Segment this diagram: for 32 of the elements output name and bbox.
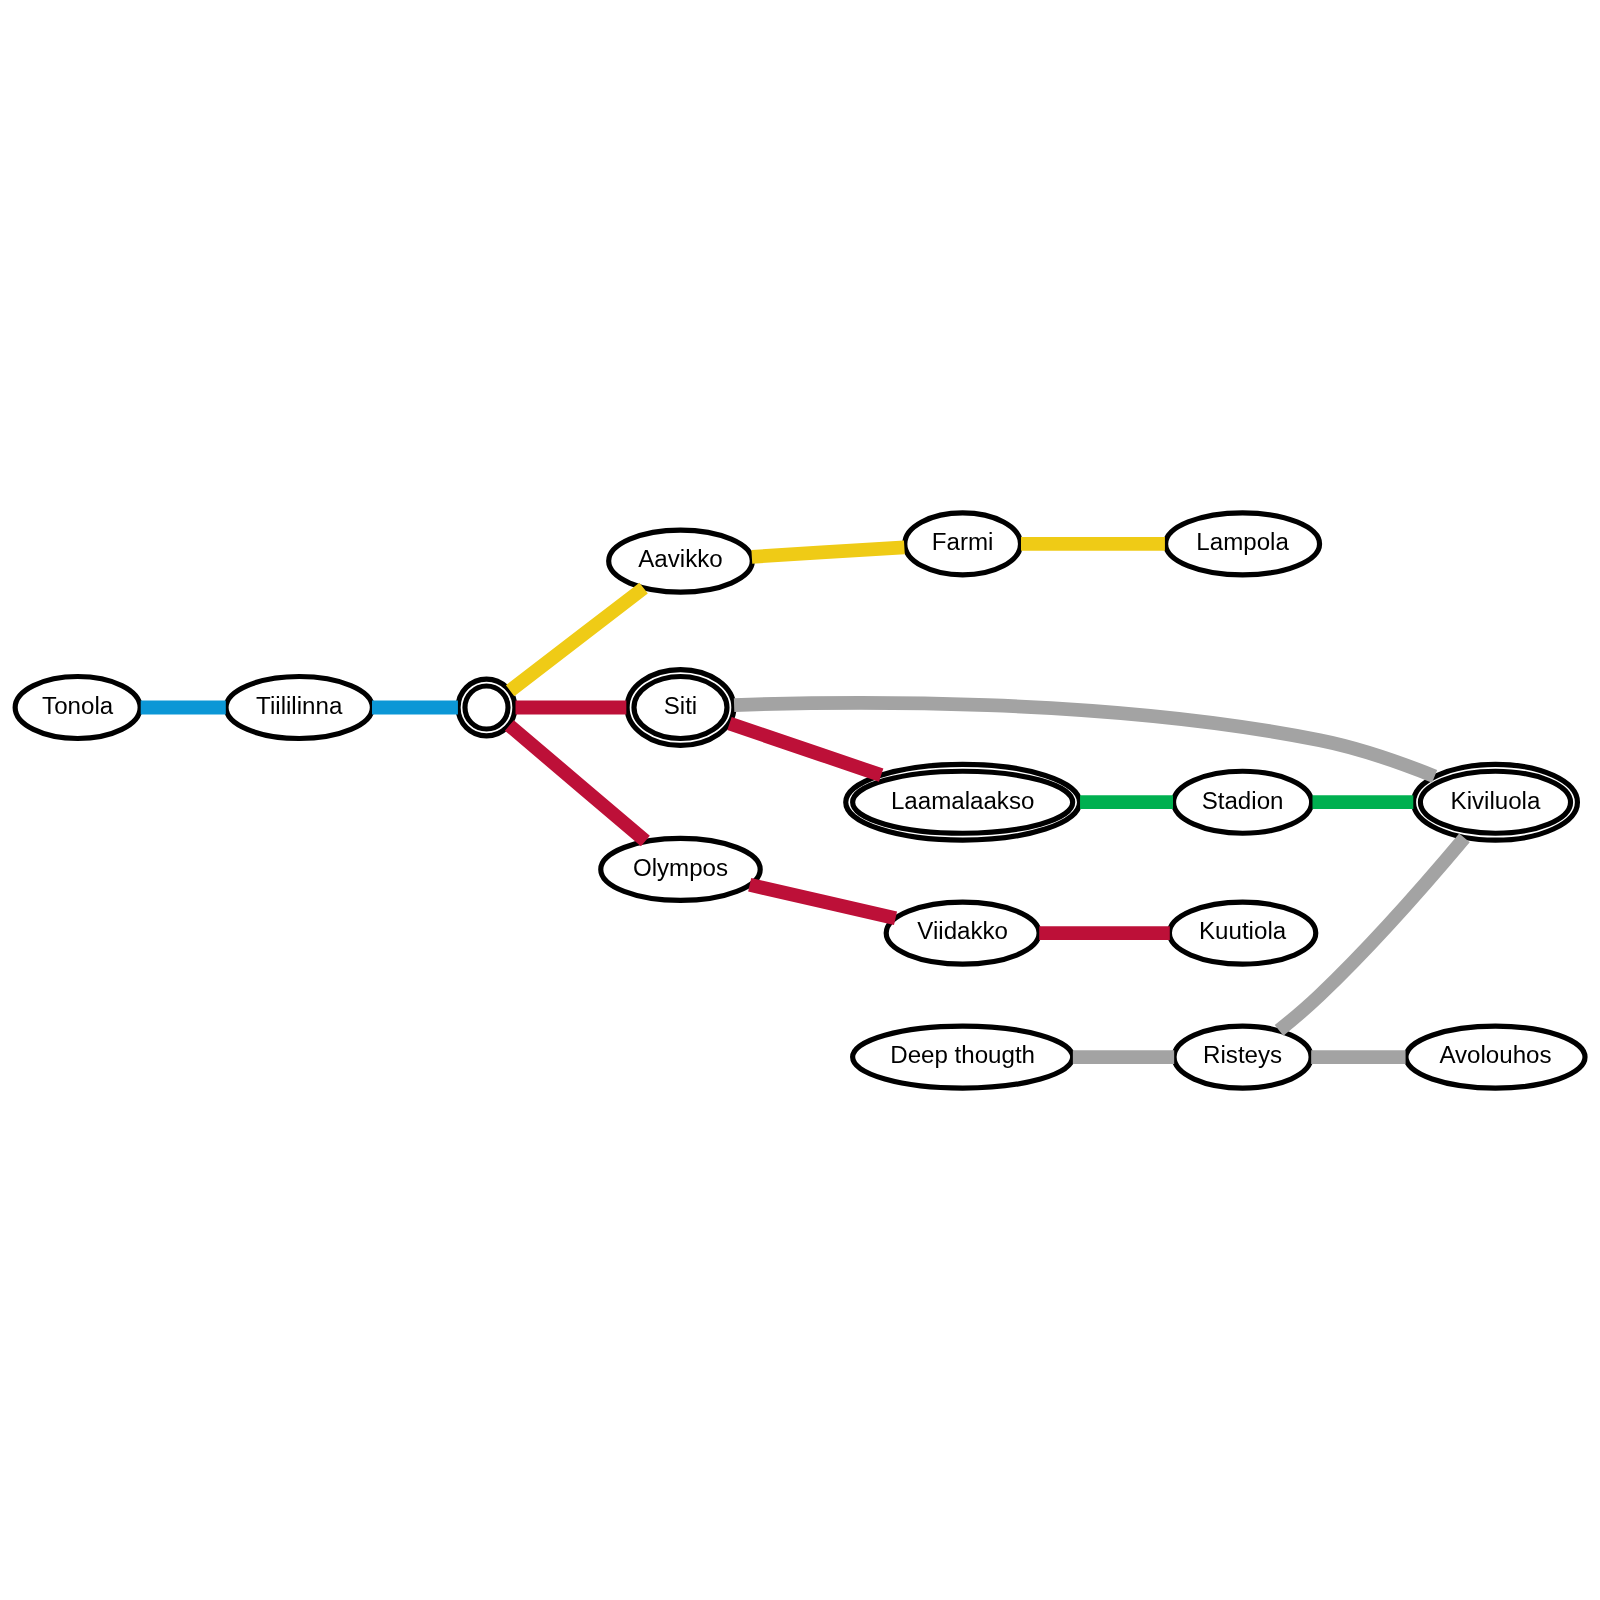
node-ellipse: Siti — [624, 666, 737, 748]
node-ellipse: Deep thougth — [850, 1023, 1076, 1091]
connector — [515, 700, 627, 714]
connector — [1021, 536, 1165, 551]
node-ellipse: Kiviluola — [1410, 761, 1581, 843]
connector — [1274, 832, 1470, 1036]
node-ellipse: Tonola — [12, 673, 143, 741]
node-ellipse: Tiililinna — [223, 673, 375, 741]
connector — [727, 716, 884, 782]
connector — [140, 700, 226, 714]
node-circle — [455, 676, 518, 738]
node-ellipse: Kuutiola — [1166, 899, 1319, 967]
connector — [748, 877, 898, 925]
node-ellipse: Lampola — [1163, 509, 1323, 577]
connector — [1039, 925, 1170, 940]
node-ellipse: Stadion — [1170, 768, 1315, 836]
node-ellipse: Olympos — [598, 835, 763, 903]
node-ellipse: Risteys — [1171, 1023, 1314, 1091]
connector — [1080, 794, 1173, 809]
node-ellipse: Aavikko — [606, 527, 755, 595]
connector — [1312, 794, 1414, 809]
connector — [1072, 1049, 1175, 1064]
connector — [1311, 1049, 1406, 1064]
connector — [504, 719, 650, 846]
node-ellipse: Farmi — [902, 509, 1024, 577]
connector — [505, 582, 648, 696]
connector — [372, 700, 458, 714]
node-ellipse: Viidakko — [883, 899, 1042, 967]
node-ellipse: Laamalaakso — [843, 761, 1083, 843]
connector — [733, 695, 1438, 783]
connector — [751, 540, 905, 564]
node-ellipse: Avolouhos — [1403, 1023, 1588, 1091]
